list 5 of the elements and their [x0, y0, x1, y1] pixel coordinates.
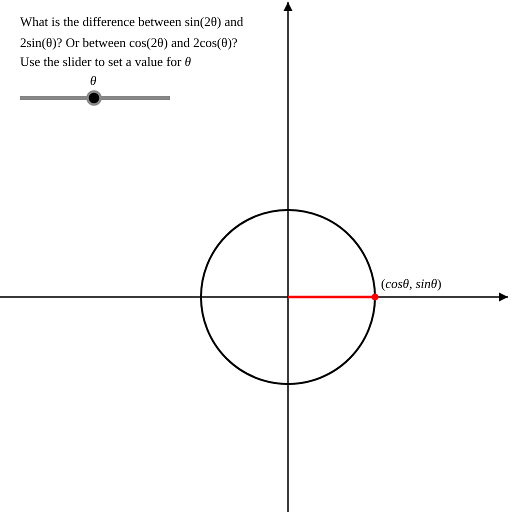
question-text: What is the difference between sin(2θ) and 2sin(θ)? Or between cos(2θ) and 2cos(θ)? [20, 13, 244, 52]
slider-label: θ [90, 72, 96, 90]
point-marker [372, 294, 378, 300]
instruction-text: Use the slider to set a value for θ [20, 53, 192, 71]
point-label: (cosθ, sinθ) [381, 275, 442, 293]
